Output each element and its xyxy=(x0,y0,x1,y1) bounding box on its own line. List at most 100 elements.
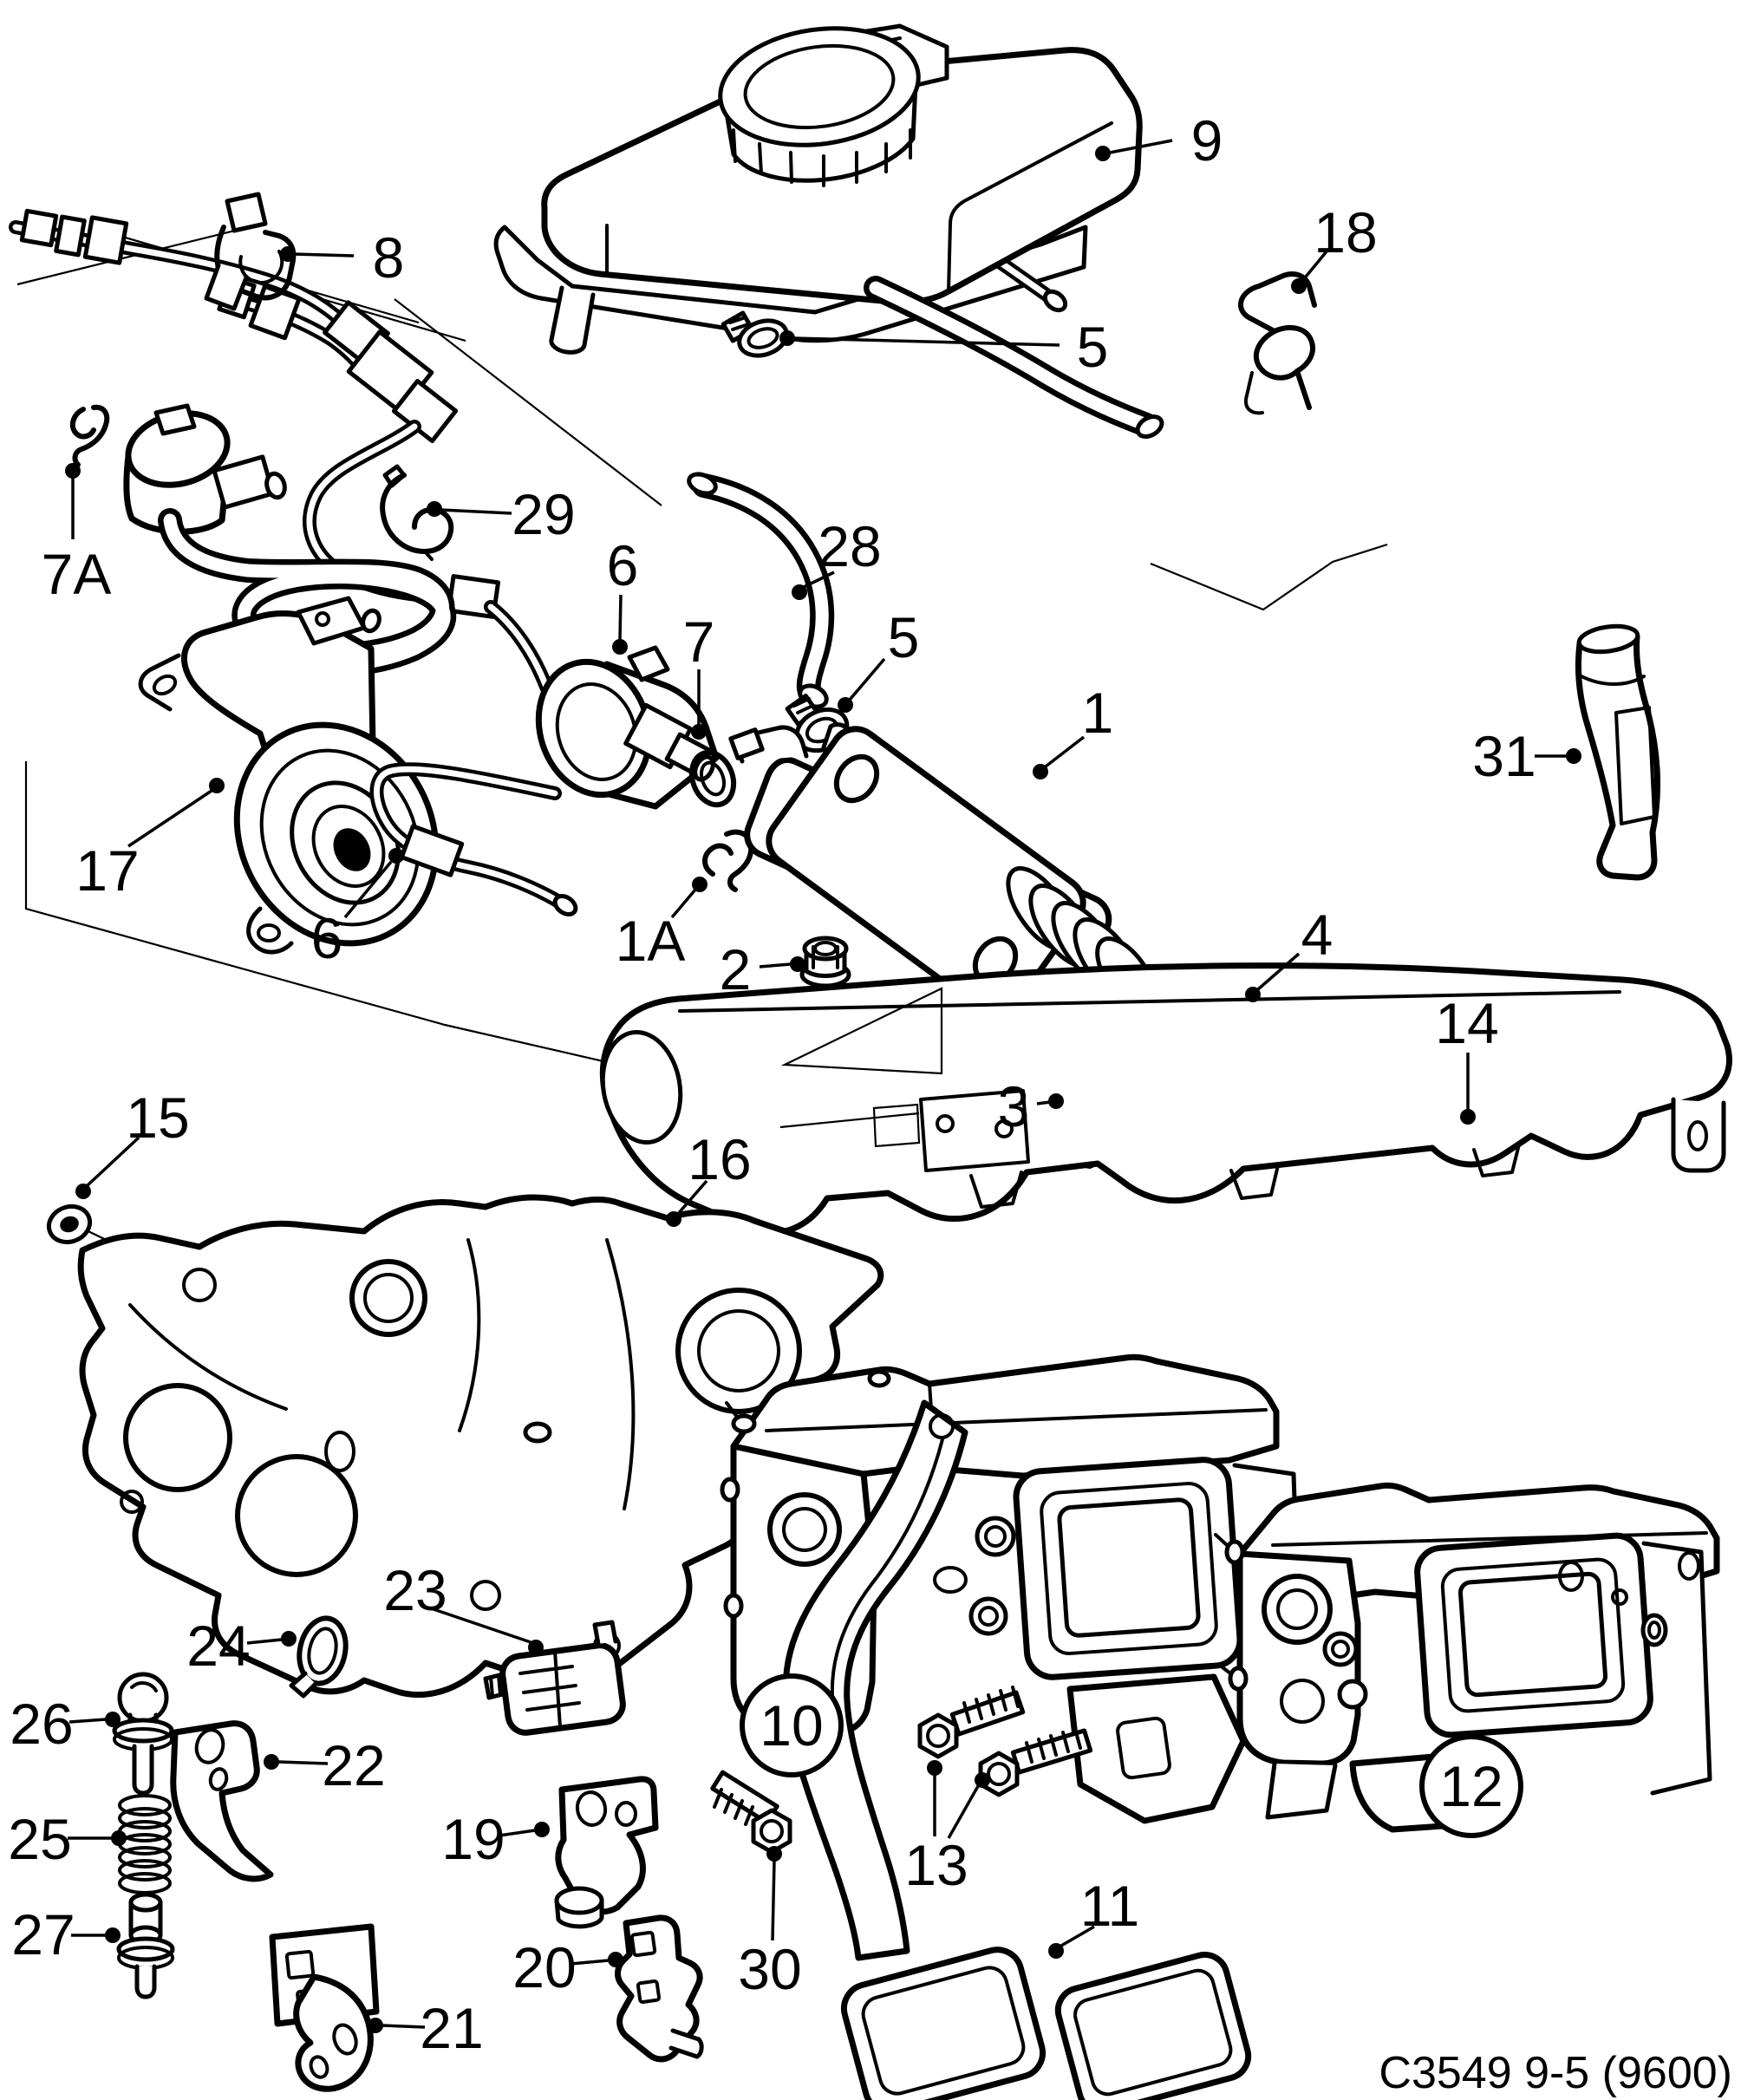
callout-8: 8 xyxy=(280,225,404,290)
callout-label: 2 xyxy=(720,937,752,1001)
leader-dot xyxy=(534,1822,550,1837)
leader-dot xyxy=(1048,1093,1064,1109)
pedal-pad-11 xyxy=(1054,1951,1252,2100)
bracket-22 xyxy=(170,1720,274,1882)
callout-label: 1 xyxy=(1082,681,1114,745)
leader-line xyxy=(499,1829,536,1837)
pedal-bracket-10 xyxy=(720,1353,1305,2100)
callout-label: 6 xyxy=(607,533,639,597)
callout-label: 19 xyxy=(441,1807,505,1871)
pedal-pad xyxy=(840,1947,1047,2100)
leader-dot xyxy=(105,1927,121,1943)
leader-dot xyxy=(779,330,795,346)
callout-label: 16 xyxy=(688,1127,751,1191)
protective-tube-31 xyxy=(1575,623,1661,881)
callout-5: 5 xyxy=(838,605,919,713)
leader-dot xyxy=(838,697,853,713)
reservoir-cap xyxy=(718,23,949,187)
leader-line xyxy=(433,1608,531,1644)
leader-dot xyxy=(692,877,707,892)
o-ring-7 xyxy=(688,749,737,808)
callout-11: 11 xyxy=(1048,1874,1139,1959)
callout-label: 12 xyxy=(1439,1754,1503,1818)
leader-dot xyxy=(927,1760,942,1776)
leader-dot xyxy=(65,463,81,479)
leader-line xyxy=(848,657,886,701)
pin-27 xyxy=(116,1892,175,1999)
leader-dot xyxy=(1460,1109,1476,1125)
bracket-19 xyxy=(554,1776,659,1929)
leader-dot xyxy=(75,1184,91,1199)
pipe-valve xyxy=(123,403,287,535)
callout-4: 4 xyxy=(1245,903,1333,1002)
callout-label: 6 xyxy=(311,906,343,970)
air-duct-14 xyxy=(599,962,1732,1236)
fluid-reservoir xyxy=(493,23,1143,355)
leader-dot xyxy=(608,1952,623,1967)
callout-label: 11 xyxy=(1080,1874,1140,1938)
callout-label: 17 xyxy=(75,838,139,903)
clutch-pedal-arm xyxy=(782,1399,1047,2100)
callout-label: 13 xyxy=(904,1833,968,1897)
clip-7a xyxy=(69,404,110,467)
leader-line xyxy=(771,1860,776,1941)
callout-label: 1A xyxy=(616,909,686,973)
callout-3: 3 xyxy=(998,1074,1064,1138)
callout-label: 15 xyxy=(126,1086,189,1150)
callout-label: 4 xyxy=(1301,903,1333,967)
callout-9: 9 xyxy=(1095,108,1223,173)
callout-15: 15 xyxy=(75,1086,190,1199)
leader-line xyxy=(343,860,393,919)
callout-label: 20 xyxy=(512,1935,576,1999)
leader-dot xyxy=(612,639,628,655)
grommet-15 xyxy=(46,1203,93,1245)
callout-label: 18 xyxy=(1314,200,1377,264)
callout-14: 14 xyxy=(1435,991,1499,1125)
callout-label: 31 xyxy=(1472,724,1536,788)
callout-7: 7 xyxy=(683,610,715,740)
leader-line xyxy=(292,252,355,258)
pedal-switch-23 xyxy=(483,1620,626,1736)
leader-line xyxy=(68,1718,107,1724)
leader-line xyxy=(618,594,623,641)
leader-dot xyxy=(281,1631,297,1647)
callout-label: 9 xyxy=(1191,108,1223,173)
callout-20: 20 xyxy=(512,1935,623,1999)
leader-line xyxy=(440,508,512,515)
callout-10: 10 xyxy=(740,1673,844,1777)
hydraulic-pipe-lower xyxy=(369,762,578,916)
callout-24: 24 xyxy=(186,1614,297,1678)
callout-1: 1 xyxy=(1033,681,1113,779)
callout-17: 17 xyxy=(75,778,225,903)
callout-1A: 1A xyxy=(616,877,707,973)
leader-dot xyxy=(209,778,225,793)
callout-label: 22 xyxy=(322,1733,385,1797)
pedal-bracket-12 xyxy=(1214,1482,1720,1833)
leader-dot xyxy=(111,1830,127,1846)
callout-label: 5 xyxy=(1077,315,1109,379)
callout-label: 21 xyxy=(420,1996,483,2060)
leader-dot xyxy=(388,848,404,864)
leader-line xyxy=(1301,250,1328,283)
leader-dot xyxy=(666,1211,681,1227)
leader-dot xyxy=(1566,748,1581,764)
leader-line xyxy=(1044,735,1086,768)
leader-line xyxy=(947,1785,980,1839)
pipe-clip-8 xyxy=(204,192,297,311)
callout-label: 8 xyxy=(373,225,405,290)
leader-line xyxy=(759,962,792,968)
leader-dot xyxy=(1095,146,1111,161)
callout-label: 7 xyxy=(683,610,715,674)
bolt-30 xyxy=(710,1770,792,1855)
callout-18: 18 xyxy=(1291,200,1378,294)
callout-label: 10 xyxy=(760,1693,823,1758)
leader-dot xyxy=(427,501,442,517)
callout-label: 24 xyxy=(186,1614,250,1678)
leader-dot xyxy=(105,1712,121,1727)
leader-dot xyxy=(766,1846,782,1862)
leader-dot xyxy=(792,584,807,600)
leader-dot xyxy=(691,724,707,740)
retaining-clip-18 xyxy=(1237,271,1317,415)
